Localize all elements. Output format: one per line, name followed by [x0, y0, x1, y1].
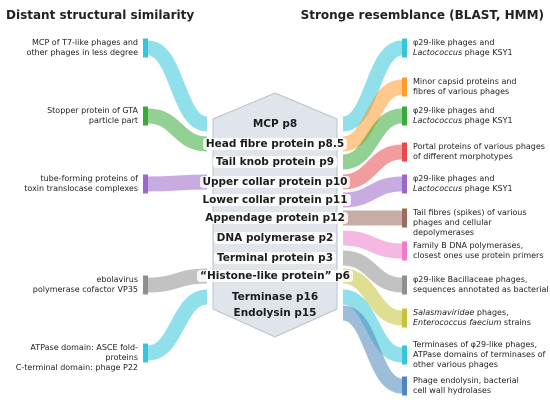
right-item-text: φ29-like Bacillaceae phages,sequences an…: [413, 275, 549, 294]
right-color-bar: [402, 106, 407, 126]
left-color-bar: [143, 174, 148, 194]
center-protein-text: Head fibre protein p8.5: [202, 138, 348, 150]
left-flow-band: [147, 108, 208, 152]
right-flow-band: [341, 79, 404, 152]
left-color-bar: [143, 343, 148, 363]
header-right: Stronge resemblance (BLAST, HMM): [300, 8, 544, 22]
left-item-text: MCP of T7-like phages and other phages i…: [26, 38, 138, 57]
center-protein-text: Terminase p16: [231, 291, 319, 303]
right-flow-band: [341, 305, 404, 394]
right-item-text: Terminases of φ29-like phages,ATPase dom…: [413, 340, 546, 369]
right-flow-band: [342, 144, 403, 190]
right-color-bar: [402, 208, 407, 228]
center-protein-text: Endolysin p15: [233, 307, 317, 319]
right-flow-band: [342, 230, 403, 259]
right-color-bar: [402, 275, 407, 295]
right-color-bar: [402, 77, 407, 97]
right-flow-band: [341, 289, 404, 363]
center-protein-label: Lower collar protein p11: [197, 194, 353, 206]
center-protein-text: DNA polymerase p2: [213, 232, 337, 244]
right-item-text: Family B DNA polymerases,closest ones us…: [413, 241, 544, 260]
center-protein-label: Endolysin p15: [197, 307, 353, 319]
center-protein-label: Terminal protein p3: [197, 252, 353, 264]
center-protein-label: Appendage protein p12: [197, 212, 353, 224]
header-left: Distant structural similarity: [6, 8, 195, 22]
left-color-bar: [143, 275, 148, 295]
left-flow-band: [146, 289, 209, 361]
center-protein-label: MCP p8: [197, 118, 353, 130]
center-protein-text: Terminal protein p3: [213, 252, 337, 264]
left-item-text: Stopper protein of GTA particle part: [47, 106, 138, 125]
right-item-text: Salasmaviridae phages,Enterococcus faeci…: [413, 308, 531, 327]
center-protein-label: Terminase p16: [197, 291, 353, 303]
center-protein-text: MCP p8: [252, 118, 298, 130]
left-item-text: ATPase domain: ASCE fold-proteins C-term…: [15, 343, 138, 372]
right-color-bar: [402, 38, 407, 58]
right-flow-band: [341, 40, 404, 132]
right-color-bar: [402, 308, 407, 328]
center-protein-label: Upper collar protein p10: [197, 176, 353, 188]
right-color-bar: [402, 376, 407, 396]
center-protein-text: Lower collar protein p11: [199, 194, 351, 206]
center-protein-label: DNA polymerase p2: [197, 232, 353, 244]
left-item-text: ebolavirus polymerase cofactor VP35: [32, 275, 138, 294]
center-protein-text: Appendage protein p12: [202, 212, 348, 224]
right-color-bar: [402, 142, 407, 162]
right-color-bar: [402, 241, 407, 261]
center-protein-text: “Histone-like protein” p6: [197, 270, 353, 282]
right-color-bar: [402, 345, 407, 365]
right-color-bar: [402, 174, 407, 194]
left-color-bar: [143, 106, 148, 126]
right-flow-band: [342, 250, 403, 293]
left-color-bar: [143, 38, 148, 58]
center-protein-label: Head fibre protein p8.5: [197, 138, 353, 150]
center-protein-text: Tail knob protein p9: [212, 156, 338, 168]
center-protein-text: Upper collar protein p10: [199, 176, 351, 188]
left-flow-band: [146, 40, 209, 132]
center-protein-label: Tail knob protein p9: [197, 156, 353, 168]
center-protein-label: “Histone-like protein” p6: [197, 270, 353, 282]
right-flow-band: [341, 108, 404, 170]
left-item-text: tube-forming proteins of toxin transloca…: [24, 174, 138, 193]
